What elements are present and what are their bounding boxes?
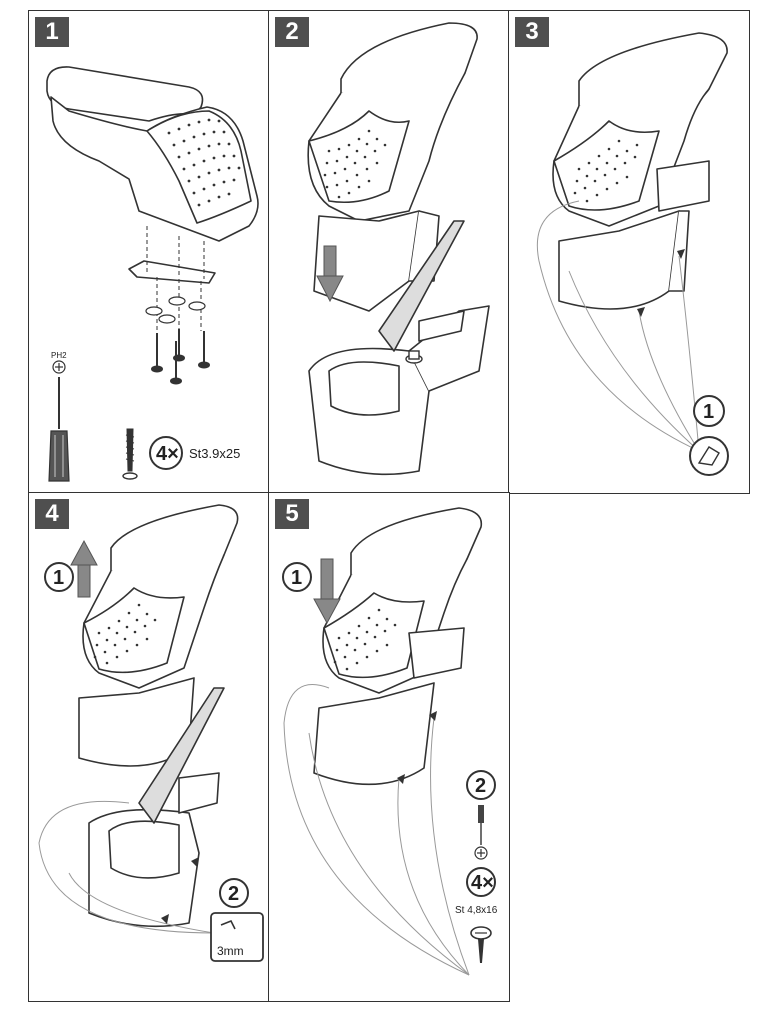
step-4-illustration: 1 2 3mm <box>38 504 264 962</box>
step-2-badge: 2 <box>275 17 309 47</box>
sub-step-a-number: 1 <box>53 567 64 589</box>
quantity-badge <box>149 436 183 470</box>
screw-quantity: 4× <box>156 443 179 465</box>
down-arrow-icon <box>313 558 341 625</box>
up-arrow-icon <box>70 539 98 598</box>
screw-spec: St3.9x25 <box>189 446 240 461</box>
step-3-panel: 3 1 <box>508 10 750 494</box>
screwdriver-icon <box>474 805 488 860</box>
perforated-panel <box>308 110 410 204</box>
screw-quantity: 4× <box>471 872 494 894</box>
screwdriver-label: PH2 <box>51 351 67 360</box>
step-2-illustration <box>307 22 490 476</box>
lever <box>138 687 225 824</box>
step-3-illustration: 1 <box>536 32 729 476</box>
sub-step-badge-b <box>466 770 496 800</box>
step-5-badge: 5 <box>275 499 309 529</box>
drill-size: 3mm <box>217 944 244 958</box>
mounting-bracket <box>128 260 216 284</box>
step-1-panel: 1 <box>28 10 270 494</box>
step-4-badge: 4 <box>35 499 69 529</box>
console-tray <box>656 160 710 212</box>
sub-step-number: 1 <box>703 401 714 423</box>
perforated-panel <box>553 120 660 211</box>
screw-icon <box>470 926 492 963</box>
perforated-panel <box>83 587 185 674</box>
step-4-panel: 4 1 2 <box>28 492 270 1002</box>
step-1-illustration: PH2 4× St3.9x25 <box>46 66 259 482</box>
washer <box>168 296 186 306</box>
sub-step-badge <box>693 395 725 427</box>
sub-step-b-number: 2 <box>475 775 486 797</box>
drill-icon <box>210 912 264 962</box>
perforated-panel <box>323 592 425 679</box>
step-2-panel: 2 <box>268 10 510 494</box>
sub-step-badge-a <box>44 562 74 592</box>
screwdriver-icon <box>48 360 70 482</box>
bolt-icon <box>405 350 423 364</box>
washer <box>188 301 206 311</box>
armrest-base <box>313 682 435 786</box>
step-5-illustration: 1 2 4× St 4,8x16 <box>282 507 498 976</box>
sub-step-a-number: 1 <box>291 567 302 589</box>
washer <box>158 314 176 324</box>
step-1-badge: 1 <box>35 17 69 47</box>
lever <box>378 220 465 352</box>
step-5-panel: 5 1 2 <box>268 492 510 1002</box>
sub-step-badge-a <box>282 562 312 592</box>
perforated-panel <box>146 110 252 224</box>
step-3-badge: 3 <box>515 17 549 47</box>
quantity-badge <box>466 867 496 897</box>
down-arrow-icon <box>316 245 344 303</box>
sub-step-b-number: 2 <box>228 883 239 905</box>
armrest-base <box>558 210 680 310</box>
sub-step-badge-b <box>219 878 249 908</box>
washer <box>145 306 163 316</box>
screw-spec: St 4,8x16 <box>455 905 498 916</box>
perforation-dots <box>167 118 241 207</box>
screw-icon <box>122 428 138 480</box>
